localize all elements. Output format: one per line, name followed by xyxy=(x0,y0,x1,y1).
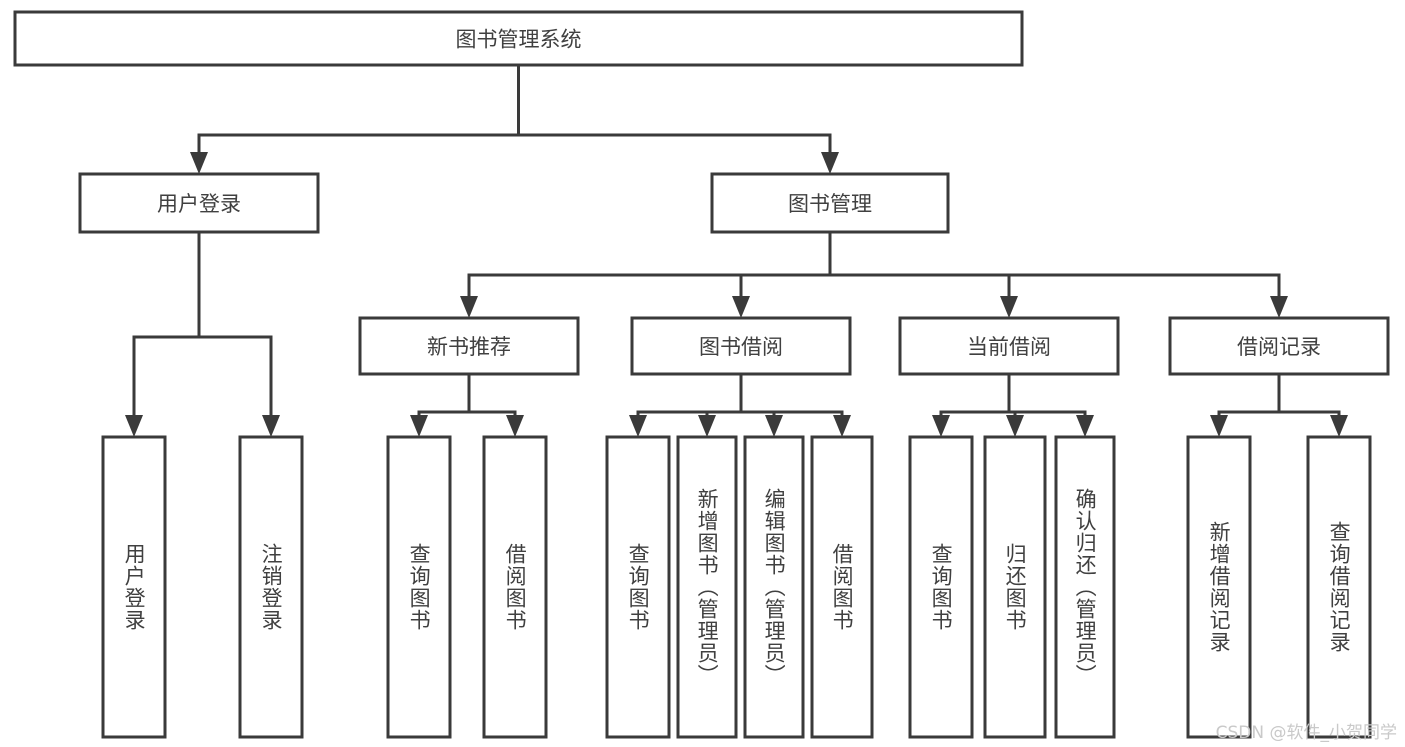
arrowhead-icon-leaf-query-book-1 xyxy=(410,415,428,437)
arrowhead-icon-leaf-add-book xyxy=(698,415,716,437)
leaf-leaf-return-book[interactable] xyxy=(983,435,1047,739)
watermark-text: CSDN @软件_小贺同学 xyxy=(1215,723,1397,743)
node-label-user-login: 用户登录 xyxy=(157,192,241,216)
arrowhead-icon-leaf-query-record xyxy=(1330,415,1348,437)
node-label-book-borrow: 图书借阅 xyxy=(699,335,783,359)
node-current-borrow[interactable] xyxy=(898,316,1120,376)
leaf-leaf-edit-book[interactable] xyxy=(743,435,805,739)
arrowhead-icon-book-borrow xyxy=(732,296,750,318)
arrowhead-icon-leaf-borrow-book-1 xyxy=(506,415,524,437)
node-user-login[interactable] xyxy=(78,172,320,234)
leaf-leaf-query-book-2[interactable] xyxy=(605,435,671,739)
arrowhead-icon-leaf-query-book-3 xyxy=(932,415,950,437)
arrowhead-icon-leaf-confirm-return xyxy=(1076,415,1094,437)
node-new-book-rec[interactable] xyxy=(358,316,580,376)
node-label-borrow-record: 借阅记录 xyxy=(1237,335,1321,359)
arrowhead-icon-borrow-record xyxy=(1270,296,1288,318)
arrowhead-icon-leaf-add-record xyxy=(1210,415,1228,437)
node-label-book-manage: 图书管理 xyxy=(788,192,872,216)
leaf-leaf-borrow-book-2[interactable] xyxy=(810,435,874,739)
arrowhead-icon-leaf-return-book xyxy=(1006,415,1024,437)
leaf-leaf-query-book-3[interactable] xyxy=(908,435,974,739)
node-borrow-record[interactable] xyxy=(1168,316,1390,376)
node-box-layer xyxy=(13,10,1390,739)
arrowhead-icon-new-book-rec xyxy=(460,296,478,318)
arrowhead-icon-user-login xyxy=(190,152,208,174)
arrowhead-icon-leaf-borrow-book-2 xyxy=(833,415,851,437)
arrowhead-icon-book-manage xyxy=(821,152,839,174)
edge-layer xyxy=(125,63,1348,437)
node-label-current-borrow: 当前借阅 xyxy=(967,335,1051,359)
leaf-leaf-add-record[interactable] xyxy=(1186,435,1252,739)
node-label-root: 图书管理系统 xyxy=(456,28,582,52)
leaf-leaf-user-login[interactable] xyxy=(101,435,167,739)
arrowhead-icon-leaf-user-logout xyxy=(262,415,280,437)
leaf-leaf-user-logout[interactable] xyxy=(238,435,304,739)
leaf-leaf-query-record[interactable] xyxy=(1306,435,1372,739)
leaf-leaf-borrow-book-1[interactable] xyxy=(482,435,548,739)
arrowhead-icon-leaf-query-book-2 xyxy=(629,415,647,437)
arrowhead-icon-current-borrow xyxy=(1000,296,1018,318)
leaf-leaf-add-book[interactable] xyxy=(676,435,738,739)
node-label-new-book-rec: 新书推荐 xyxy=(427,335,511,359)
arrowhead-icon-leaf-edit-book xyxy=(765,415,783,437)
arrowhead-icon-leaf-user-login xyxy=(125,415,143,437)
leaf-leaf-confirm-return[interactable] xyxy=(1054,435,1116,739)
node-root[interactable] xyxy=(13,10,1024,67)
node-book-borrow[interactable] xyxy=(630,316,852,376)
node-book-manage[interactable] xyxy=(710,172,950,234)
leaf-leaf-query-book-1[interactable] xyxy=(386,435,452,739)
